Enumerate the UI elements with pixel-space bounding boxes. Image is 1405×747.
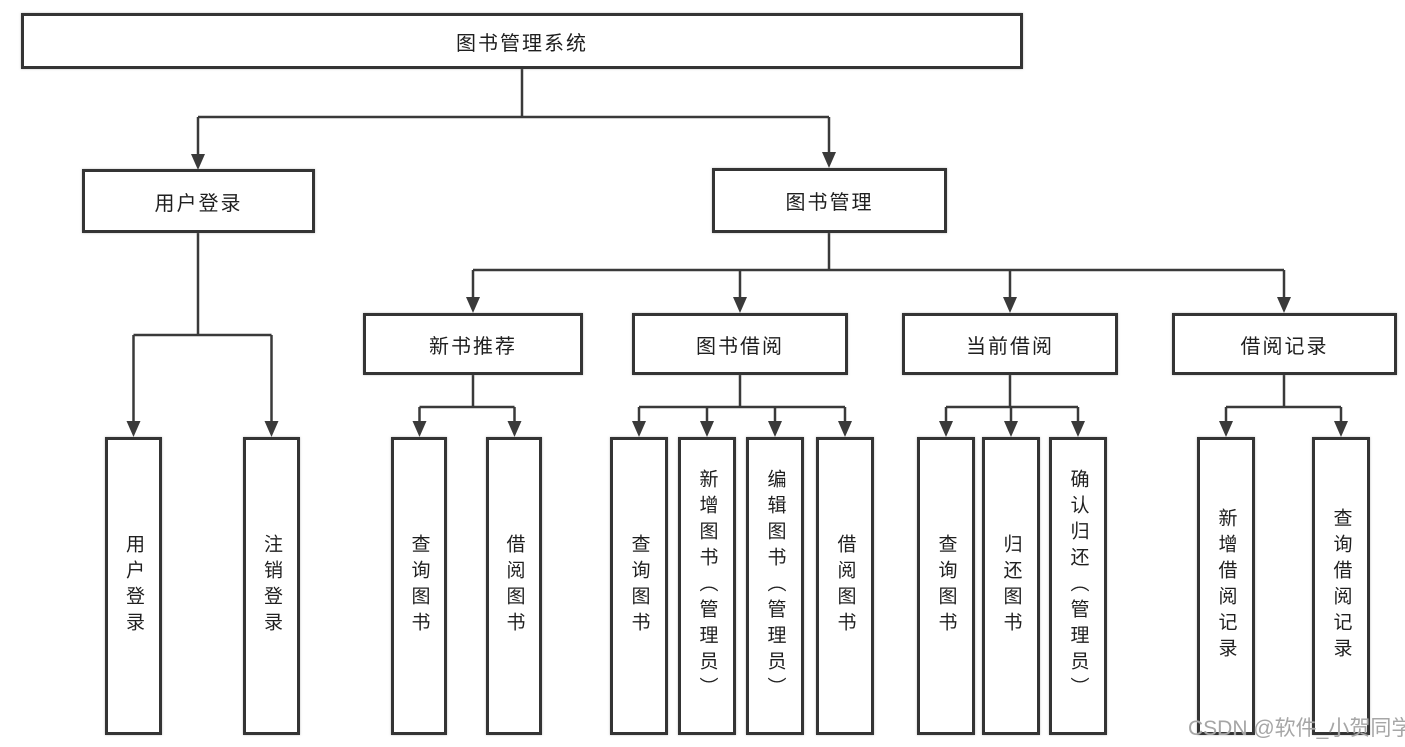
leaf-user-login: 用户登录 xyxy=(105,437,162,735)
leaf-query-borrow-record: 查询借阅记录 xyxy=(1312,437,1370,735)
leaf-add-books-admin: 新增图书（管理员） xyxy=(678,437,736,735)
node-current-borrow: 当前借阅 xyxy=(902,313,1118,375)
arrowhead-icons xyxy=(126,152,1348,437)
node-new-book-recommend-label: 新书推荐 xyxy=(429,335,517,358)
leaf-edit-books-admin-label: 编辑图书（管理员） xyxy=(764,469,786,703)
leaf-borrow-books: 借阅图书 xyxy=(816,437,874,735)
leaf-add-borrow-record: 新增借阅记录 xyxy=(1197,437,1255,735)
node-book-borrow-label: 图书借阅 xyxy=(696,335,784,358)
leaf-return-books: 归还图书 xyxy=(982,437,1040,735)
leaf-add-books-admin-label: 新增图书（管理员） xyxy=(696,469,718,703)
leaf-query-borrow-record-label: 查询借阅记录 xyxy=(1330,508,1352,664)
leaf-return-books-label: 归还图书 xyxy=(1000,534,1022,638)
leaf-query-books-current-label: 查询图书 xyxy=(935,534,957,638)
node-book-management-branch: 图书管理 xyxy=(712,168,947,233)
node-current-borrow-label: 当前借阅 xyxy=(966,335,1054,358)
leaf-borrow-books-recommend: 借阅图书 xyxy=(486,437,542,735)
leaf-query-books-recommend: 查询图书 xyxy=(391,437,447,735)
csdn-watermark: CSDN @软件_小贺同学 xyxy=(1188,717,1405,740)
leaf-add-borrow-record-label: 新增借阅记录 xyxy=(1215,508,1237,664)
leaf-logout-label: 注销登录 xyxy=(261,534,282,638)
node-borrow-records: 借阅记录 xyxy=(1172,313,1397,375)
node-library-system-label: 图书管理系统 xyxy=(456,32,588,55)
node-book-borrow: 图书借阅 xyxy=(632,313,848,375)
leaf-query-books-borrow-label: 查询图书 xyxy=(628,534,650,638)
node-new-book-recommend: 新书推荐 xyxy=(363,313,583,375)
node-user-login-branch-label: 用户登录 xyxy=(154,192,243,215)
node-library-system: 图书管理系统 xyxy=(21,13,1023,69)
leaf-borrow-books-label: 借阅图书 xyxy=(834,534,856,638)
leaf-user-login-label: 用户登录 xyxy=(123,534,144,638)
leaf-edit-books-admin: 编辑图书（管理员） xyxy=(746,437,804,735)
leaf-query-books-recommend-label: 查询图书 xyxy=(408,534,430,638)
leaf-logout: 注销登录 xyxy=(243,437,300,735)
leaf-query-books-borrow: 查询图书 xyxy=(610,437,668,735)
node-book-management-branch-label: 图书管理 xyxy=(785,192,874,214)
node-user-login-branch: 用户登录 xyxy=(82,169,315,233)
node-borrow-records-label: 借阅记录 xyxy=(1240,335,1329,358)
leaf-borrow-books-recommend-label: 借阅图书 xyxy=(503,534,525,638)
leaf-confirm-return-admin-label: 确认归还（管理员） xyxy=(1067,469,1089,703)
leaf-confirm-return-admin: 确认归还（管理员） xyxy=(1049,437,1107,735)
leaf-query-books-current: 查询图书 xyxy=(917,437,975,735)
